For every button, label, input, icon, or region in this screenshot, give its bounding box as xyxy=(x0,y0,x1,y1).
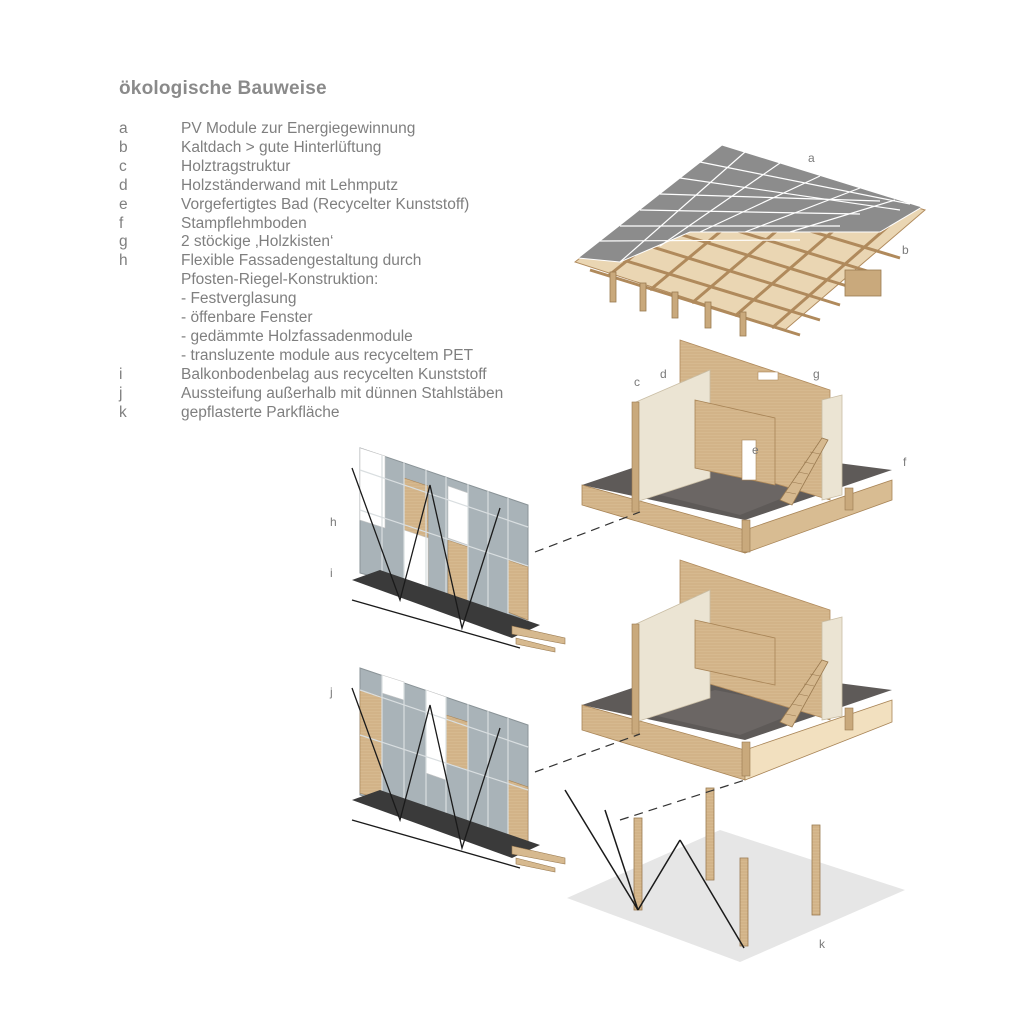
upper-floor-module xyxy=(581,339,893,554)
legend-text: Vorgefertigtes Bad (Recycelter Kunststof… xyxy=(181,195,470,213)
legend-text: Stampflehmboden xyxy=(181,214,307,232)
upper-wall-post xyxy=(631,401,640,513)
dashed-connectors xyxy=(534,511,746,821)
upper-stair xyxy=(779,437,829,506)
diagram-labels: a b c d e f g h i j k xyxy=(329,151,909,951)
legend-list: a PV Module zur Energiegewinnung b Kaltdac… xyxy=(119,120,503,423)
balcony-floor-upper xyxy=(352,570,540,638)
legend-key: g xyxy=(119,233,128,251)
paved-parking-surface xyxy=(567,830,905,962)
legend-item: - gedämmte Holzfassadenmodule xyxy=(119,328,503,347)
label-f: f xyxy=(903,455,907,469)
legend-key: j xyxy=(119,384,123,402)
legend-text: Balkonbodenbelag aus recycelten Kunststo… xyxy=(181,365,487,383)
legend-text: - Festverglasung xyxy=(181,290,297,308)
label-g: g xyxy=(813,367,820,381)
legend-text: - öffenbare Fenster xyxy=(181,309,313,327)
upper-window-slot xyxy=(757,371,779,381)
legend-key: c xyxy=(119,157,127,175)
label-b: b xyxy=(902,243,909,257)
legend-key: e xyxy=(119,195,128,213)
legend-item: k gepflasterte Parkfläche xyxy=(119,404,503,423)
legend-item: c Holztragstruktur xyxy=(119,158,503,177)
roof-posts xyxy=(609,269,882,337)
legend-text: - transluzente module aus recyceltem PET xyxy=(181,346,474,364)
ground-bracing-rods xyxy=(564,789,745,949)
bracing-rods-upper xyxy=(351,467,521,649)
bathroom-door xyxy=(741,439,757,481)
lower-right-wall xyxy=(821,616,843,721)
legend-item: e Vorgefertigtes Bad (Recycelter Kunststo… xyxy=(119,196,503,215)
lower-facade-pet-panel-2 xyxy=(425,689,447,781)
upper-facade-module xyxy=(351,447,566,653)
label-d: d xyxy=(660,367,667,381)
lower-stair xyxy=(779,659,829,728)
legend-item: - transluzente module aus recyceltem PET xyxy=(119,347,503,366)
legend-key: a xyxy=(119,120,128,137)
legend-item: g 2 stöckige ‚Holzkisten‘ xyxy=(119,233,503,252)
label-k: k xyxy=(819,937,826,951)
legend-text: Aussteifung außerhalb mit dünnen Stahlst… xyxy=(181,384,504,402)
legend-item: i Balkonbodenbelag aus recycelten Kunstst… xyxy=(119,366,503,385)
legend-item: Pfosten-Riegel-Konstruktion: xyxy=(119,271,503,290)
label-e: e xyxy=(752,443,759,457)
legend-text: Holztragstruktur xyxy=(181,157,291,175)
upper-facade-pet-panel-3 xyxy=(447,485,469,546)
diagram-title: ökologische Bauweise xyxy=(119,78,327,99)
legend-item: j Aussteifung außerhalb mit dünnen Stahls… xyxy=(119,385,503,404)
legend-key: h xyxy=(119,252,128,270)
upper-facade-pet-panel xyxy=(359,447,386,529)
upper-right-wall xyxy=(821,394,843,501)
legend-text: Pfosten-Riegel-Konstruktion: xyxy=(181,271,379,289)
balcony-beams-lower xyxy=(511,845,566,873)
ground-posts xyxy=(633,787,821,947)
ground-parking-area xyxy=(564,787,905,962)
label-a: a xyxy=(808,151,815,165)
legend-text: PV Module zur Energiegewinnung xyxy=(181,120,416,137)
lower-bathroom-pod xyxy=(694,619,776,686)
label-j: j xyxy=(329,685,333,699)
legend-item: f Stampflehmboden xyxy=(119,215,503,234)
legend-text: Kaltdach > gute Hinterlüftung xyxy=(181,138,382,156)
legend-key: b xyxy=(119,138,128,156)
upper-facade-timber-panel-3 xyxy=(507,559,529,621)
legend-text: gepflasterte Parkfläche xyxy=(181,403,340,421)
legend-key: k xyxy=(119,403,127,421)
lower-facade-timber-panel-1 xyxy=(359,689,383,801)
balcony-beams-upper xyxy=(511,625,566,653)
roof-assembly xyxy=(573,144,927,337)
legend-text: - gedämmte Holzfassadenmodule xyxy=(181,327,413,345)
balcony-floor-lower xyxy=(352,790,540,858)
legend-item: d Holzständerwand mit Lehmputz xyxy=(119,177,503,196)
legend-key: f xyxy=(119,214,124,232)
legend-text: 2 stöckige ‚Holzkisten‘ xyxy=(181,233,334,251)
legend-key: i xyxy=(119,365,123,383)
pv-modules xyxy=(576,144,924,263)
bracing-rods-lower xyxy=(351,687,521,869)
legend-item: - öffenbare Fenster xyxy=(119,309,503,328)
legend-item: b Kaltdach > gute Hinterlüftung xyxy=(119,139,503,158)
label-i: i xyxy=(330,566,333,580)
legend-text: Flexible Fassadengestaltung durch xyxy=(181,252,422,270)
legend-item: a PV Module zur Energiegewinnung xyxy=(119,120,503,139)
lower-floor-module xyxy=(581,559,893,781)
legend-key: d xyxy=(119,176,128,194)
legend-item: h Flexible Fassadengestaltung durch xyxy=(119,252,503,271)
label-h: h xyxy=(330,515,337,529)
lower-facade-module xyxy=(351,667,566,873)
lower-wall-post xyxy=(631,623,640,735)
legend-item: - Festverglasung xyxy=(119,290,503,309)
label-c: c xyxy=(634,375,640,389)
legend-text: Holzständerwand mit Lehmputz xyxy=(181,176,399,194)
